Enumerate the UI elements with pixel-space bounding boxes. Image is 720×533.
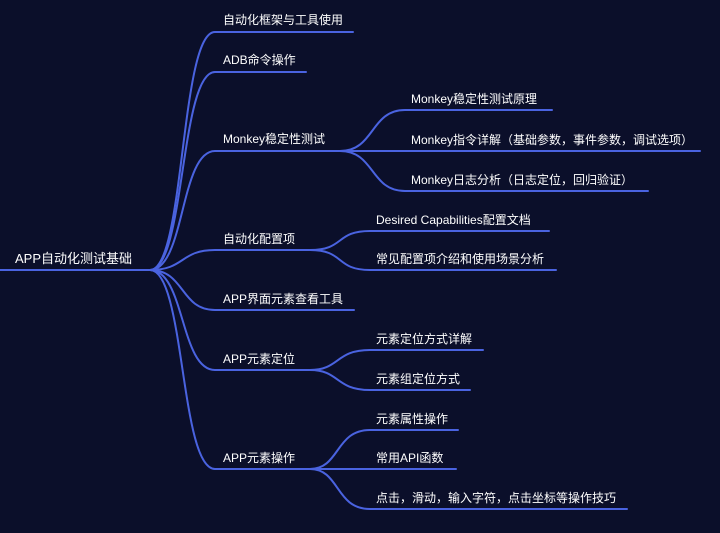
node-element-viewer: APP界面元素查看工具 — [223, 292, 344, 306]
connector-root-to-viewer — [149, 269, 216, 311]
connector-config-to-common — [309, 249, 371, 271]
node-automation-config: 自动化配置项 — [223, 232, 296, 246]
connector-locate-to-group — [309, 369, 371, 391]
node-desired-capabilities: Desired Capabilities配置文档 — [376, 213, 531, 227]
node-framework-tools: 自动化框架与工具使用 — [223, 13, 344, 27]
connector-config-to-desired — [309, 230, 371, 251]
connector-root-to-locate — [149, 269, 216, 371]
node-operate-api: 常用API函数 — [376, 451, 444, 465]
root-node-label: APP自动化测试基础 — [15, 251, 133, 266]
node-monkey-principle: Monkey稳定性测试原理 — [411, 92, 538, 106]
node-adb-commands: ADB命令操作 — [223, 53, 296, 67]
node-locate-methods: 元素定位方式详解 — [376, 332, 473, 346]
node-monkey-log: Monkey日志分析（日志定位，回归验证） — [411, 173, 634, 187]
connector-locate-to-methods — [309, 349, 371, 371]
node-locate-group: 元素组定位方式 — [376, 372, 461, 386]
connector-operate-to-attr — [309, 429, 371, 470]
connector-monkey-to-log — [339, 150, 406, 192]
node-element-locate: APP元素定位 — [223, 352, 296, 366]
node-monkey-testing: Monkey稳定性测试 — [223, 132, 326, 146]
node-element-operate: APP元素操作 — [223, 451, 296, 465]
connector-root-to-adb — [149, 71, 216, 271]
node-common-config: 常见配置项介绍和使用场景分析 — [376, 252, 545, 266]
node-monkey-command: Monkey指令详解（基础参数，事件参数，调试选项） — [411, 133, 694, 147]
connector-root-to-framework — [149, 31, 216, 271]
connector-root-to-monkey — [149, 150, 216, 271]
connector-root-to-operate — [149, 269, 216, 470]
node-operate-tips: 点击，滑动，输入字符，点击坐标等操作技巧 — [376, 491, 617, 505]
connector-root-to-config — [149, 249, 216, 271]
node-operate-attribute: 元素属性操作 — [376, 412, 449, 426]
connector-monkey-to-principle — [339, 109, 406, 152]
connector-operate-to-tips — [309, 468, 371, 510]
